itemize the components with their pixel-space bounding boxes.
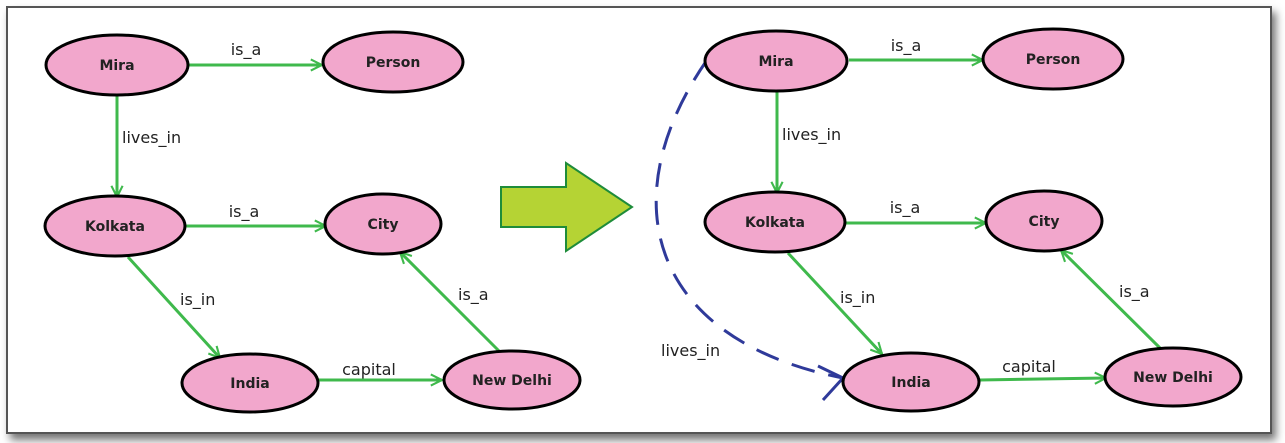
right-edge-india-new-delhi (979, 378, 1106, 380)
right-edge-label-new-delhi-city: is_a (1119, 282, 1150, 302)
node-label: City (1029, 214, 1060, 230)
right-node-india: India (841, 351, 981, 413)
left-node-new-delhi: New Delhi (442, 349, 582, 411)
left-edge-label-kolkata-city: is_a (229, 202, 260, 222)
node-label: Kolkata (85, 219, 145, 235)
node-label: Person (366, 55, 421, 71)
right-edge-new-delhi-city (1061, 250, 1162, 350)
right-node-kolkata: Kolkata (703, 190, 847, 254)
left-edge-label-india-new-delhi: capital (342, 360, 396, 379)
right-edge-label-inferred-lives-in: lives_in (661, 341, 720, 361)
transform-arrow-icon (500, 161, 634, 253)
left-graph: is_a lives_in is_a is_in capital is_a Mi… (43, 30, 582, 414)
left-edge-kolkata-india (126, 255, 220, 358)
left-edge-label-new-delhi-city: is_a (458, 285, 489, 305)
left-node-mira: Mira (44, 33, 190, 97)
node-label: Person (1026, 52, 1081, 68)
right-edge-label-mira-kolkata: lives_in (782, 125, 841, 145)
node-label: India (891, 375, 930, 391)
node-label: City (368, 217, 399, 233)
right-edge-label-kolkata-india: is_in (840, 288, 875, 308)
left-node-person: Person (321, 30, 465, 94)
left-edge-label-mira-kolkata: lives_in (122, 128, 181, 148)
right-node-new-delhi: New Delhi (1103, 346, 1243, 408)
right-edge-label-mira-person: is_a (891, 36, 922, 56)
left-edge-new-delhi-city (400, 252, 502, 354)
right-edge-inferred-mira-india (654, 59, 844, 380)
node-label: India (230, 376, 269, 392)
left-edge-label-mira-person: is_a (231, 40, 262, 60)
left-edge-label-kolkata-india: is_in (180, 290, 215, 310)
right-node-city: City (984, 189, 1104, 253)
node-label: Kolkata (745, 215, 805, 231)
right-edge-label-india-new-delhi: capital (1002, 357, 1056, 376)
left-node-india: India (180, 352, 320, 414)
right-graph: is_a lives_in is_a is_in capital is_a li… (654, 27, 1243, 413)
right-node-mira: Mira (703, 29, 849, 93)
node-label: New Delhi (472, 373, 552, 389)
right-node-person: Person (981, 27, 1125, 91)
node-label: New Delhi (1133, 370, 1213, 386)
right-edge-label-kolkata-city: is_a (890, 198, 921, 218)
node-label: Mira (99, 58, 134, 74)
node-label: Mira (758, 54, 793, 70)
left-node-city: City (323, 192, 443, 256)
right-edge-inferred-arrowhead-icon (817, 364, 846, 402)
right-edge-kolkata-india (786, 251, 882, 354)
left-node-kolkata: Kolkata (43, 194, 187, 258)
